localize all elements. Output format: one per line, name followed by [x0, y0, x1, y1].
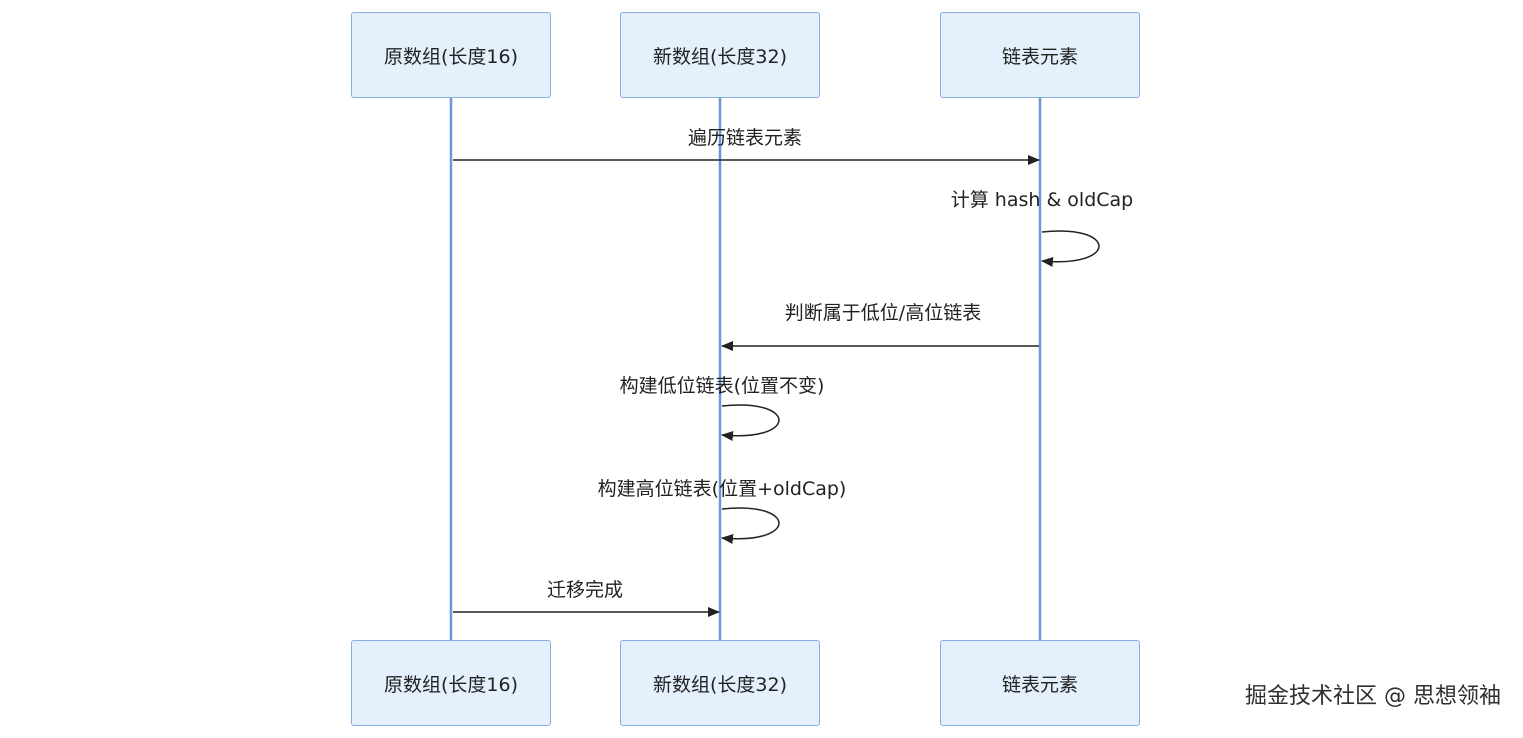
- watermark: 掘金技术社区 @ 思想领袖: [1245, 684, 1501, 709]
- actor-list-element-top: 链表元素: [940, 12, 1140, 98]
- actor-new-array-bottom: 新数组(长度32): [620, 640, 820, 726]
- arrow-compute-loop: [1041, 230, 1100, 267]
- arrow-build-high-loop: [721, 507, 780, 544]
- message-label-build-high: 构建高位链表(位置+oldCap): [597, 478, 847, 500]
- actor-old-array-bottom: 原数组(长度16): [351, 640, 551, 726]
- message-label-compute: 计算 hash & oldCap: [950, 189, 1134, 211]
- message-label-build-low: 构建低位链表(位置不变): [619, 375, 825, 397]
- message-label-traverse: 遍历链表元素: [687, 127, 803, 149]
- actor-old-array-top: 原数组(长度16): [351, 12, 551, 98]
- arrow-build-low-loop: [721, 404, 780, 441]
- actor-list-element-bottom: 链表元素: [940, 640, 1140, 726]
- message-label-done: 迁移完成: [546, 579, 624, 601]
- message-label-judge: 判断属于低位/高位链表: [784, 302, 982, 324]
- actor-new-array-top: 新数组(长度32): [620, 12, 820, 98]
